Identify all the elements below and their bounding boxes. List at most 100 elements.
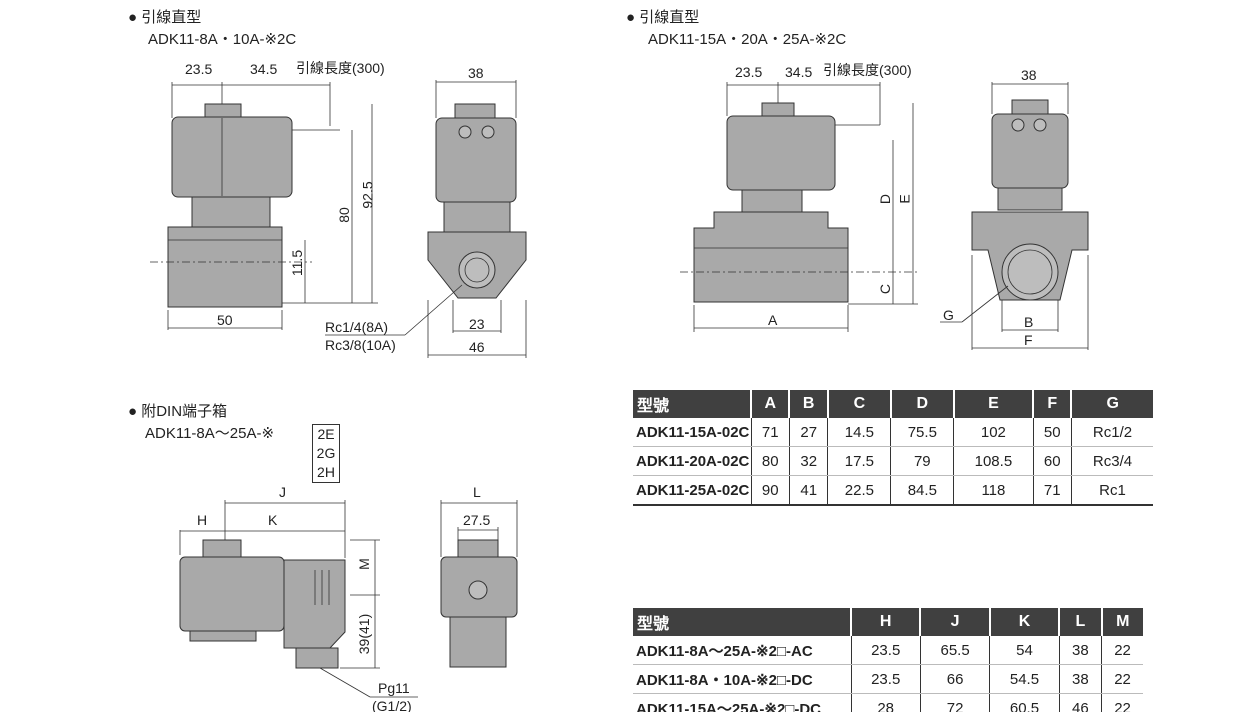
- dim-label: 23: [469, 316, 485, 332]
- table-cell: Rc1: [1070, 475, 1153, 506]
- table-cell: 46: [1058, 693, 1102, 712]
- table-cell: 50: [1032, 418, 1072, 447]
- column-header: C: [826, 390, 891, 418]
- table-cell: 118: [953, 475, 1034, 506]
- table-cell: 54: [989, 636, 1060, 665]
- column-header: 型號: [633, 608, 851, 636]
- dim-label: E: [896, 194, 913, 204]
- dim-label: B: [1024, 314, 1034, 330]
- table-header-row: 型號 A B C D E F G: [633, 390, 1153, 418]
- table-cell: 38: [1058, 636, 1102, 665]
- column-header: 型號: [633, 390, 751, 418]
- din-terminal-front-drawing: [440, 500, 518, 668]
- table-cell: 90: [750, 475, 790, 506]
- section-subtitle-din: ADK11-8A〜25A-※: [145, 425, 275, 442]
- dim-label: Pg11: [378, 680, 410, 696]
- column-header: J: [919, 608, 990, 636]
- dim-label: 引線長度(300): [296, 60, 385, 76]
- option-code: 2E: [317, 426, 335, 442]
- table-cell: 108.5: [953, 446, 1034, 476]
- table-cell: 71: [750, 418, 790, 447]
- din-terminal-side-drawing: [179, 500, 418, 698]
- table-cell: ADK11-15A-02C: [633, 418, 751, 447]
- table-header-row: 型號 H J K L M: [633, 608, 1143, 636]
- dim-label: 80: [335, 207, 352, 223]
- table-cell: 23.5: [850, 664, 921, 694]
- section-subtitle-8a: ADK11-8A・10A-※2C: [148, 31, 297, 48]
- column-header: E: [952, 390, 1034, 418]
- valve-15a-front-drawing: [940, 82, 1089, 350]
- table-cell: 28: [850, 693, 921, 712]
- table-cell: 27: [788, 418, 828, 447]
- table-cell: ADK11-15A〜25A-※2□-DC: [633, 693, 851, 712]
- dim-label: 50: [217, 312, 233, 328]
- section-title-15a: ● 引線直型: [626, 9, 700, 26]
- option-code-box: 2E 2G 2H: [312, 424, 340, 483]
- valve-8a-side-drawing: [150, 82, 378, 330]
- dim-label: 46: [469, 339, 485, 355]
- table-cell: 60: [1032, 446, 1072, 476]
- table-cell: 23.5: [850, 636, 921, 665]
- dim-label: (G1/2): [372, 698, 412, 712]
- table-cell: 14.5: [827, 418, 891, 447]
- dim-label: Rc1/4(8A): [325, 319, 389, 335]
- table-cell: ADK11-25A-02C: [633, 475, 751, 506]
- table-cell: 60.5: [989, 693, 1060, 712]
- table-cell: 65.5: [919, 636, 990, 665]
- table-cell: 17.5: [827, 446, 891, 476]
- section-subtitle-15a: ADK11-15A・20A・25A-※2C: [648, 31, 847, 48]
- column-header: M: [1100, 608, 1143, 636]
- table-cell: ADK11-8A・10A-※2□-DC: [633, 664, 851, 694]
- column-header: K: [988, 608, 1060, 636]
- table-cell: 75.5: [890, 418, 954, 447]
- dim-label: L: [473, 484, 481, 500]
- table-cell: 22.5: [827, 475, 891, 506]
- column-header: A: [749, 390, 790, 418]
- table-cell: 84.5: [890, 475, 954, 506]
- table-cell: ADK11-20A-02C: [633, 446, 751, 476]
- table-cell: Rc1/2: [1070, 418, 1153, 447]
- option-code: 2G: [316, 445, 336, 461]
- dim-label: H: [197, 512, 208, 528]
- dim-label: 39(41): [356, 613, 373, 655]
- dim-label: G: [943, 307, 954, 323]
- column-header: D: [889, 390, 954, 418]
- dim-label: D: [877, 193, 894, 205]
- table-cell: ADK11-8A〜25A-※2□-AC: [633, 636, 851, 665]
- dim-label: K: [268, 512, 278, 528]
- dim-label: 引線長度(300): [823, 62, 912, 78]
- table-cell: 66: [919, 664, 990, 694]
- column-header: B: [788, 390, 828, 418]
- valve-8a-front-drawing: [325, 80, 527, 358]
- table-cell: 72: [919, 693, 990, 712]
- dim-label: 23.5: [735, 64, 763, 80]
- table-cell: 22: [1101, 693, 1143, 712]
- column-header: F: [1032, 390, 1072, 418]
- section-title-din: ● 附DIN端子箱: [128, 403, 228, 420]
- column-header: H: [849, 608, 921, 636]
- table-cell: 54.5: [989, 664, 1060, 694]
- column-header: L: [1058, 608, 1102, 636]
- dim-label: 92.5: [359, 181, 376, 209]
- dim-label: 38: [468, 65, 484, 81]
- section-title-8a: ● 引線直型: [128, 9, 202, 26]
- dim-label: C: [877, 283, 894, 295]
- table-cell: 79: [890, 446, 954, 476]
- dim-label: 34.5: [250, 61, 278, 77]
- dim-label: Rc3/8(10A): [325, 337, 396, 353]
- table-cell: 41: [788, 475, 828, 506]
- valve-15a-side-drawing: [680, 82, 920, 332]
- dim-label: 38: [1021, 67, 1037, 83]
- table-cell: 22: [1101, 664, 1143, 694]
- table-cell: 22: [1101, 636, 1143, 665]
- dim-label: F: [1024, 332, 1033, 348]
